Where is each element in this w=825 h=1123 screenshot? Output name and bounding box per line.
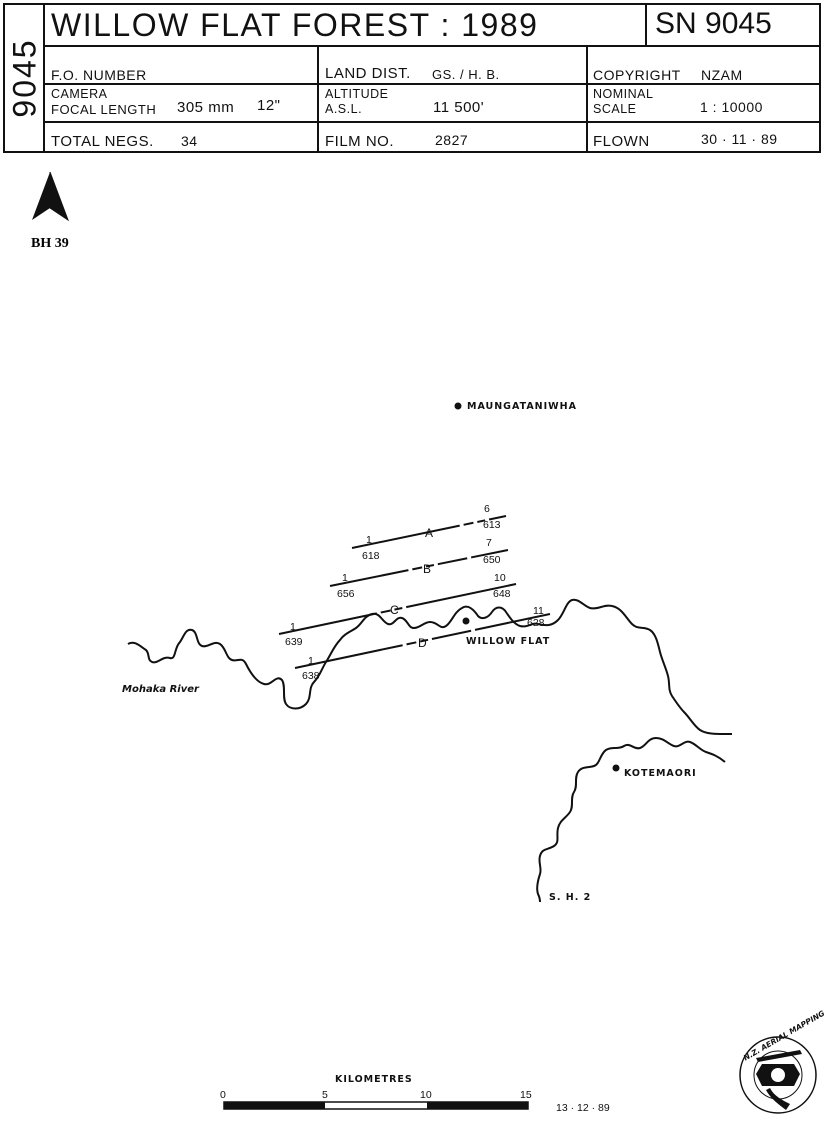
run-letter: C bbox=[390, 603, 399, 617]
run-end: 11 bbox=[533, 605, 544, 617]
grid-divider bbox=[586, 47, 588, 151]
scale-label: SCALE bbox=[593, 102, 637, 116]
run-end: 6 bbox=[484, 503, 490, 515]
drawing-date: 13 · 12 · 89 bbox=[556, 1102, 610, 1114]
run-end: 10 bbox=[494, 572, 506, 584]
run-end-frame: 648 bbox=[493, 588, 511, 600]
scale-bar: KILOMETRES 0 5 10 15 bbox=[220, 1074, 532, 1110]
sheet-number-cell: SN 9045 bbox=[645, 5, 819, 45]
scale-value: 1 : 10000 bbox=[700, 99, 763, 115]
run-start: 1 bbox=[290, 621, 296, 633]
run-letter: A bbox=[425, 526, 433, 540]
header-block: 9045 WILLOW FLAT FOREST : 1989 SN 9045 F… bbox=[3, 3, 821, 153]
title-row: WILLOW FLAT FOREST : 1989 SN 9045 bbox=[45, 5, 819, 47]
focal-length-in: 12" bbox=[257, 97, 281, 114]
place-label-maungataniwha: MAUNGATANIWHA bbox=[467, 401, 577, 412]
run-end-frame: 628 bbox=[527, 617, 545, 629]
block-code: BH 39 bbox=[31, 236, 69, 251]
grid-divider bbox=[45, 83, 819, 85]
state-highway-2 bbox=[536, 737, 726, 903]
total-negs-label: TOTAL NEGS. bbox=[51, 133, 154, 150]
north-arrow-icon: N bbox=[32, 171, 70, 224]
asl-label: A.S.L. bbox=[325, 102, 363, 116]
grid-divider bbox=[45, 121, 819, 123]
grid-divider bbox=[317, 47, 319, 151]
focal-length-mm: 305 mm bbox=[177, 99, 235, 116]
copyright-value: NZAM bbox=[701, 67, 743, 83]
nominal-label: NOMINAL bbox=[593, 87, 654, 101]
run-line bbox=[329, 549, 509, 587]
film-no-label: FILM NO. bbox=[325, 133, 395, 150]
run-line bbox=[294, 613, 551, 669]
run-start-frame: 639 bbox=[285, 636, 303, 648]
run-start: 1 bbox=[366, 534, 372, 546]
total-negs-value: 34 bbox=[181, 133, 198, 149]
map-area: N BH 39 MAUNGATANIWHA Mohaka River KOTEM… bbox=[31, 171, 825, 1114]
focal-length-label: FOCAL LENGTH bbox=[51, 102, 157, 117]
place-marker bbox=[612, 764, 620, 772]
flight-run-b: 1 656 B 7 650 bbox=[329, 537, 509, 600]
river-label: Mohaka River bbox=[122, 684, 200, 695]
camera-label: CAMERA bbox=[51, 87, 108, 101]
land-dist-label: LAND DIST. bbox=[325, 65, 411, 82]
north-label: N bbox=[44, 213, 52, 224]
scale-bar-title: KILOMETRES bbox=[335, 1074, 413, 1085]
run-end-frame: 650 bbox=[483, 554, 501, 566]
sidebar-sheet-number: 9045 bbox=[5, 5, 45, 151]
place-label-kotemaori: KOTEMAORI bbox=[624, 768, 697, 779]
run-start-frame: 638 bbox=[302, 670, 320, 682]
fo-number-label: F.O. NUMBER bbox=[51, 67, 147, 83]
run-end: 7 bbox=[486, 537, 492, 549]
scale-tick: 5 bbox=[322, 1089, 328, 1101]
film-no-value: 2827 bbox=[435, 132, 469, 148]
place-label-willow-flat: WILLOW FLAT bbox=[466, 636, 550, 647]
place-marker bbox=[462, 617, 470, 625]
info-grid: F.O. NUMBER LAND DIST. GS. / H. B. COPYR… bbox=[45, 47, 819, 151]
flight-run-c: 1 639 C 10 648 bbox=[278, 572, 517, 648]
scale-tick: 15 bbox=[520, 1089, 532, 1101]
run-start-frame: 656 bbox=[337, 588, 355, 600]
mohaka-river bbox=[127, 598, 732, 735]
run-start: 1 bbox=[342, 572, 348, 584]
run-line bbox=[351, 515, 507, 549]
altitude-label: ALTITUDE bbox=[325, 87, 389, 101]
run-end-frame: 613 bbox=[483, 519, 501, 531]
sheet-number: SN 9045 bbox=[655, 7, 772, 40]
road-label-sh2: S. H. 2 bbox=[549, 892, 591, 903]
nz-aerial-mapping-logo: N.Z. AERIAL MAPPING LTD. bbox=[739, 998, 825, 1114]
run-letter: B bbox=[423, 562, 431, 576]
place-marker bbox=[454, 402, 462, 410]
run-letter: D bbox=[418, 636, 427, 650]
scale-tick: 0 bbox=[220, 1089, 226, 1101]
scale-tick: 10 bbox=[420, 1089, 432, 1101]
sidebar-text: 9045 bbox=[6, 38, 43, 118]
run-start: 1 bbox=[308, 655, 314, 667]
flight-run-a: 1 618 A 6 613 bbox=[351, 503, 507, 562]
page-title: WILLOW FLAT FOREST : 1989 bbox=[51, 7, 539, 43]
scale-bar-segment bbox=[427, 1102, 528, 1109]
copyright-label: COPYRIGHT bbox=[593, 67, 681, 83]
flown-value: 30 · 11 · 89 bbox=[701, 131, 778, 147]
flight-run-d: 1 638 D 11 628 bbox=[294, 605, 551, 682]
flown-label: FLOWN bbox=[593, 133, 650, 150]
scale-bar-segment bbox=[224, 1102, 325, 1109]
altitude-value: 11 500' bbox=[433, 99, 485, 116]
run-start-frame: 618 bbox=[362, 550, 380, 562]
run-line bbox=[278, 583, 517, 635]
land-dist-value: GS. / H. B. bbox=[432, 67, 500, 82]
